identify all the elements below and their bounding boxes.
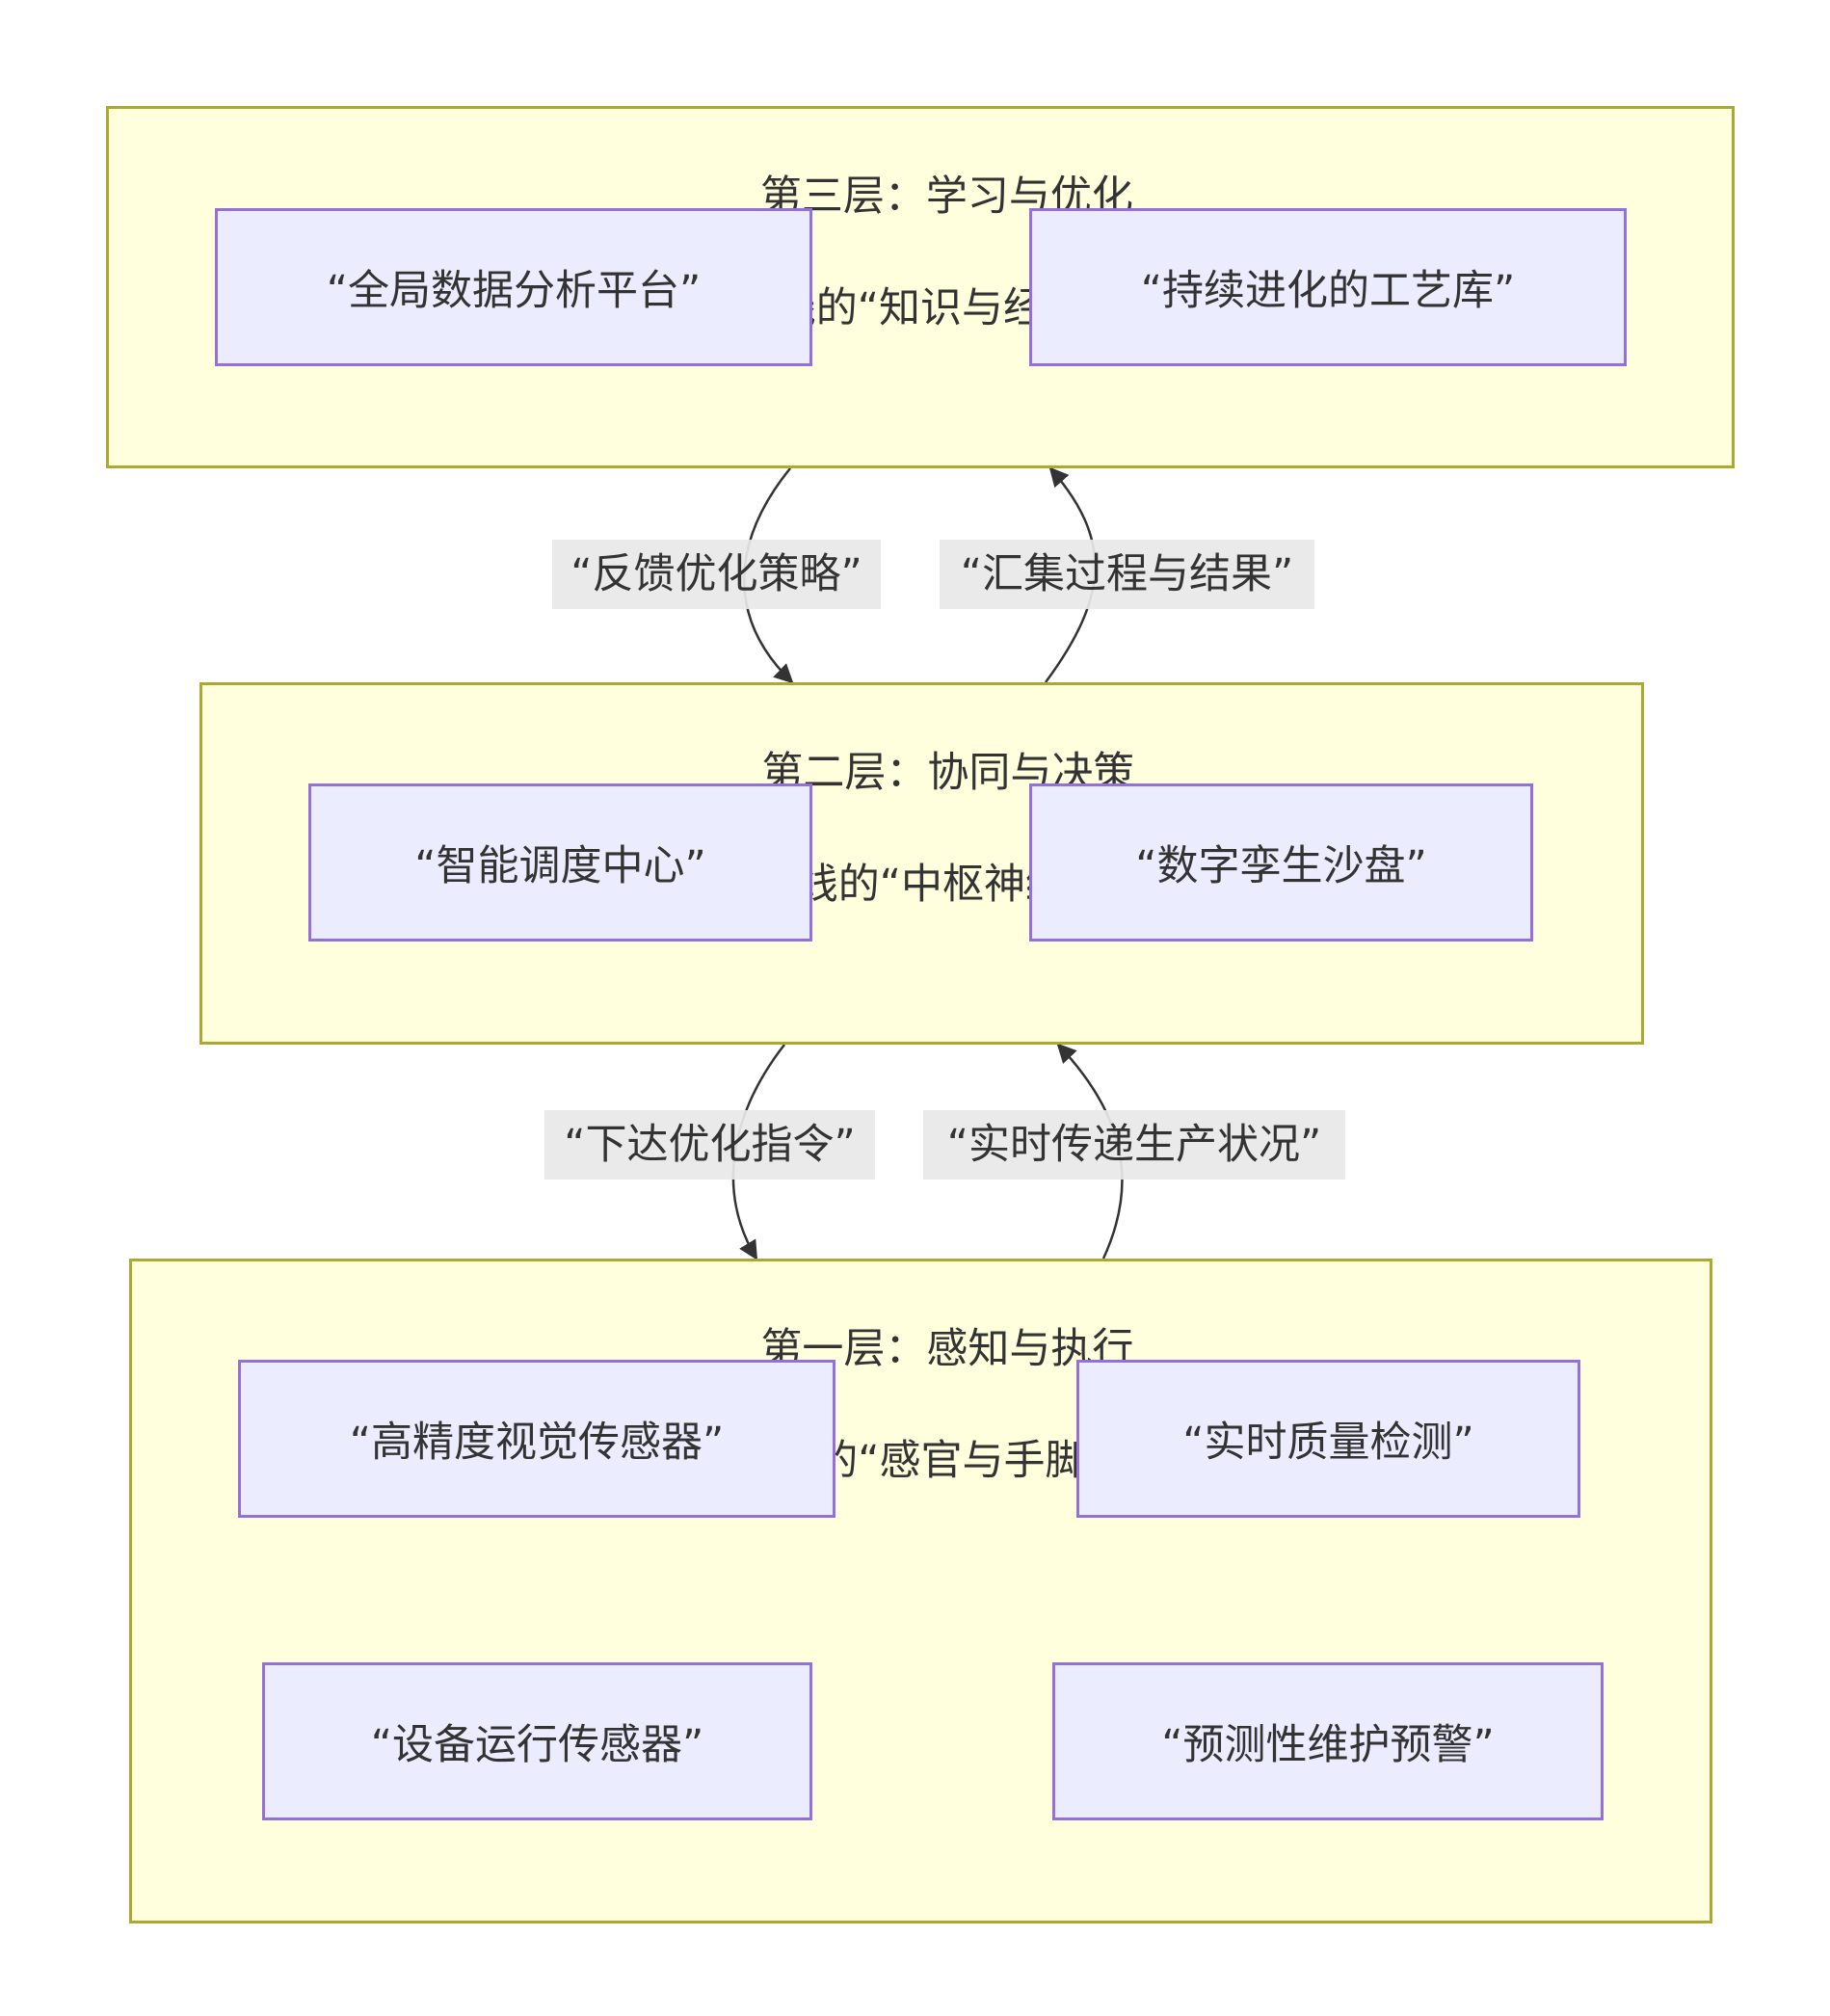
edge-label-aggregate: “汇集过程与结果” [940, 540, 1314, 609]
node-data-platform[interactable]: “全局数据分析平台” [215, 208, 812, 366]
edge-label-command: “下达优化指令” [544, 1110, 875, 1180]
node-digital-twin[interactable]: “数字孪生沙盘” [1029, 783, 1533, 942]
node-vision-sensor[interactable]: “高精度视觉传感器” [238, 1360, 835, 1518]
layer-perception-execution: 第一层：感知与执行 （产线的“感官与手脚”） [129, 1259, 1712, 1923]
edge-label-feedback: “反馈优化策略” [552, 540, 881, 609]
node-predictive-maintenance[interactable]: “预测性维护预警” [1052, 1662, 1604, 1820]
node-dispatch-center[interactable]: “智能调度中心” [308, 783, 812, 942]
node-quality-check[interactable]: “实时质量检测” [1076, 1360, 1580, 1518]
edge-label-report: “实时传递生产状况” [923, 1110, 1345, 1180]
node-equipment-sensor[interactable]: “设备运行传感器” [262, 1662, 812, 1820]
node-process-library[interactable]: “持续进化的工艺库” [1029, 208, 1627, 366]
